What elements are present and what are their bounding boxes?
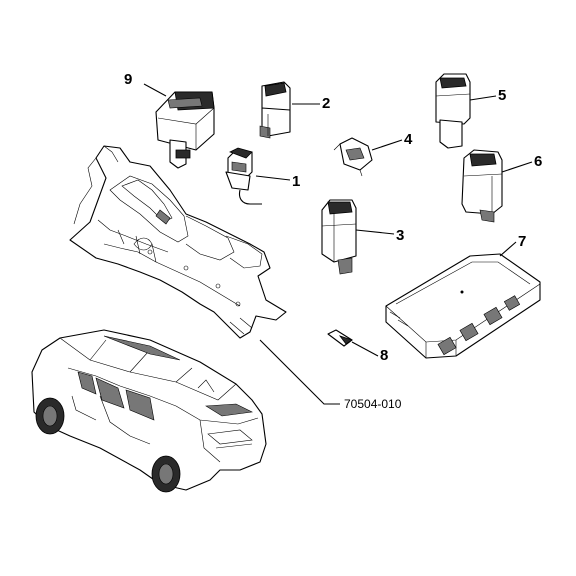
part-7-control-module[interactable] bbox=[385, 253, 541, 359]
callout-labels: 9 1 2 3 4 5 6 7 8 70504-010 bbox=[124, 71, 542, 411]
callout-5: 5 bbox=[498, 87, 506, 104]
part-9-switch-unit[interactable] bbox=[155, 91, 215, 169]
part-1-connector-switch[interactable] bbox=[225, 147, 262, 205]
part-6-switch-module[interactable] bbox=[461, 149, 503, 223]
callout-8: 8 bbox=[380, 347, 388, 364]
vehicle-suv bbox=[31, 329, 267, 493]
callout-1: 1 bbox=[292, 173, 300, 190]
center-console[interactable] bbox=[69, 145, 287, 339]
callout-9: 9 bbox=[124, 71, 132, 88]
part-4-sensor[interactable] bbox=[333, 137, 373, 177]
callout-7: 7 bbox=[518, 233, 526, 250]
part-8-fuse[interactable] bbox=[327, 329, 353, 347]
callout-6: 6 bbox=[534, 153, 542, 170]
callout-4: 4 bbox=[404, 131, 413, 148]
reference-code: 70504-010 bbox=[344, 397, 402, 411]
part-5-push-button[interactable] bbox=[435, 73, 471, 149]
part-2-push-switch[interactable] bbox=[259, 81, 291, 139]
leader-lines bbox=[143, 83, 533, 405]
callout-3: 3 bbox=[396, 227, 404, 244]
callout-2: 2 bbox=[322, 95, 330, 112]
part-3-brake-switch[interactable] bbox=[321, 199, 357, 275]
